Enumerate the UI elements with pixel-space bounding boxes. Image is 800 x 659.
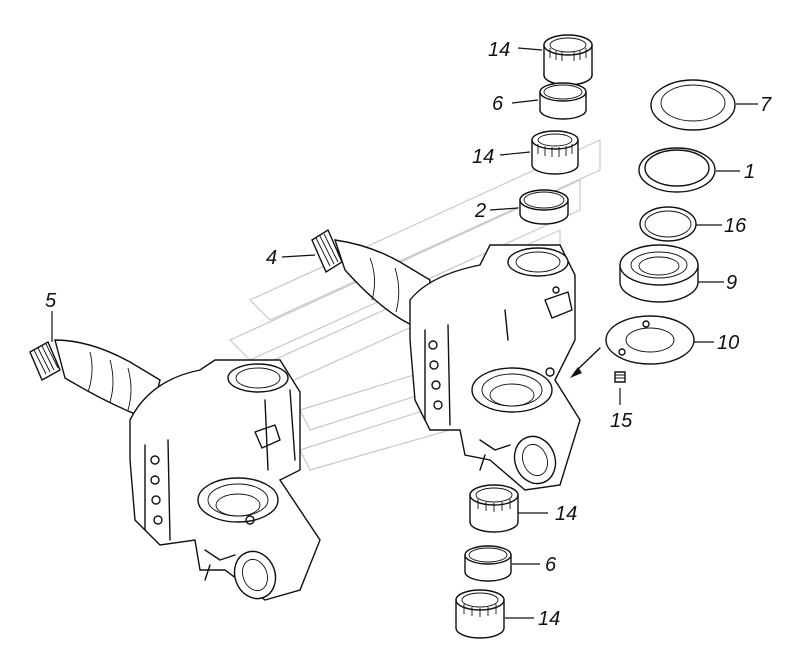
callout-5: 5 [45,290,57,312]
callout-6-top: 6 [492,93,504,115]
leader-lines [51,47,758,619]
needle-bearing-low-1 [469,484,519,533]
callout-7: 7 [760,94,772,116]
left-knuckle [29,339,321,601]
callout-14-bottom: 14 [538,608,560,630]
thrust-washer-10 [605,315,695,365]
ring-16 [639,206,697,242]
assembly-arrow [570,347,601,378]
callout-9: 9 [726,272,737,294]
ring-6-low [464,545,512,582]
callout-1: 1 [744,161,755,183]
needle-bearing-low-2 [455,589,505,639]
seal-ring-1 [638,147,716,193]
needle-bearing-mid [531,130,579,175]
callout-2: 2 [474,200,486,222]
ring-2 [519,189,569,225]
callout-4: 4 [266,247,277,269]
thrust-bearing-9 [619,244,699,303]
callout-6-low: 6 [545,554,557,576]
callout-15: 15 [610,410,633,432]
callout-16: 16 [724,215,747,237]
ring-6-top [539,82,587,120]
washer-7 [650,79,736,131]
callout-10: 10 [717,332,739,354]
grease-fitting-15 [614,371,626,383]
callout-14-low: 14 [555,503,577,525]
callout-14-top: 14 [488,39,510,61]
callout-14-mid: 14 [472,146,494,168]
needle-bearing-top [543,34,593,86]
right-knuckle [311,228,581,491]
